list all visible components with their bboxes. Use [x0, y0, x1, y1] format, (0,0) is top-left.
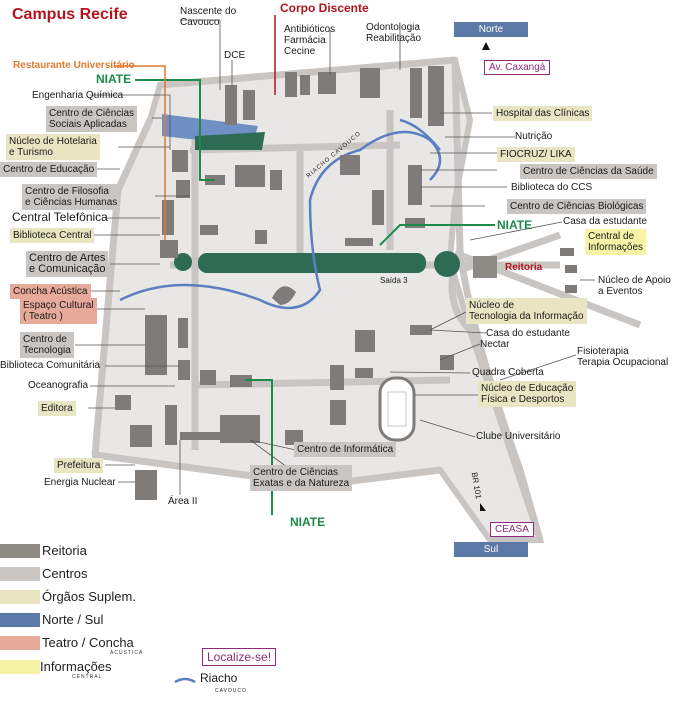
central-info-label: Central de Informações [585, 229, 647, 255]
legend-label-orgaos: Órgãos Suplem. [42, 589, 136, 604]
legend-label-centros: Centros [42, 566, 88, 581]
hospital-label: Hospital das Clínicas [493, 106, 593, 121]
bib-comunitaria-label: Biblioteca Comunitária [0, 360, 101, 371]
ccsa-label: Centro de Ciências Sociais Aplicadas [46, 106, 138, 132]
telefonica-label: Central Telefônica [12, 210, 108, 224]
nectar-label: Nectar [480, 339, 510, 350]
legend-swatch-norte-sul [0, 613, 40, 627]
legend-label-reitoria: Reitoria [42, 543, 87, 558]
riacho-legend-sub: CAVOUCO [215, 688, 247, 694]
ccen-label: Centro de Ciências Exatas e da Natureza [250, 465, 353, 491]
area2-label: Área II [168, 496, 198, 507]
riacho-stream [119, 130, 442, 310]
legend-swatch-centros [0, 567, 40, 581]
sports-pitch [387, 391, 407, 427]
niate-label-1: NIATE [96, 72, 132, 86]
niate-label-2: NIATE [497, 218, 533, 232]
restaurante-line [115, 65, 166, 240]
localize-label: Localize-se! [202, 648, 277, 666]
fisioterapia-label: Fisioterapia Terapia Ocupacional [577, 346, 669, 368]
editora-label: Editora [38, 401, 76, 416]
restaurante-label: Restaurante Universitário [13, 60, 135, 71]
legend-sub-informacoes: CENTRAL [72, 674, 103, 680]
sports-field [378, 376, 416, 442]
biblioteca-central-label: Biblioteca Central [10, 228, 95, 243]
ccb-label: Centro de Ciências Biológicas [507, 199, 647, 214]
av-caxanga-label: Av. Caxangá [484, 60, 551, 75]
educacao-fisica-label: Núcleo de Educação Física e Desportos [478, 381, 577, 407]
eng-quimica-label: Engenharia Química [32, 90, 124, 101]
riacho-branch [399, 118, 441, 151]
legend-swatch-informacoes [0, 660, 40, 674]
riacho-legend-line [174, 677, 196, 684]
green-strip [195, 132, 265, 150]
buildings [115, 66, 577, 500]
legend-label-norte-sul: Norte / Sul [42, 612, 104, 627]
central-green [198, 253, 426, 273]
legend-swatch-reitoria [0, 544, 40, 558]
ceasa-label: CEASA [490, 522, 534, 537]
informatica-label: Centro de Informática [294, 442, 397, 457]
nutricao-label: Nutrição [515, 131, 553, 142]
reitoria-block [473, 256, 497, 278]
fiocruz-label: FIOCRUZ/ LIKA [497, 147, 575, 162]
clube-label: Clube Universitário [476, 431, 561, 442]
concha-label: Concha Acústica [10, 284, 91, 299]
roundabout-east [434, 251, 460, 277]
map-title: Campus Recife [12, 6, 128, 23]
legend-swatch-teatro [0, 636, 40, 650]
nascente-label: Nascente do Cavouco [180, 6, 237, 28]
espaco-label: Espaço Cultural ( Teatro ) [20, 298, 97, 324]
riacho-legend-label: Riacho [200, 671, 238, 685]
south-badge: Sul [454, 542, 528, 557]
legend-sub-teatro: ACÚSTICA [110, 650, 144, 656]
concha-shape [272, 286, 296, 305]
legend-label-informacoes: Informações [40, 659, 112, 674]
artes-label: Centro de Artes e Comunicação [26, 251, 109, 277]
roundabout-west [174, 253, 192, 271]
educacao-label: Centro de Educação [0, 162, 98, 177]
quadra-label: Quadra Coberta [472, 367, 544, 378]
antibioticos-label: Antibióticos Farmácia Cecine [284, 24, 336, 57]
nti-label: Núcleo de Tecnologia da Informação [466, 298, 587, 324]
south-arrow [480, 503, 486, 511]
bib-ccs-label: Biblioteca do CCS [511, 182, 593, 193]
energia-label: Energia Nuclear [44, 477, 116, 488]
cfch-label: Centro de Filosofia e Ciências Humanas [22, 184, 121, 210]
dce-label: DCE [224, 50, 246, 61]
ccs-label: Centro de Ciências da Saúde [520, 164, 657, 179]
casa-estudante2-label: Casa do estudante [486, 328, 570, 339]
reitoria-label: Reitoria [505, 262, 543, 273]
niate-label-3: NIATE [290, 515, 326, 529]
odontologia-label: Odontologia Reabilitação [366, 22, 422, 44]
tecnologia-label: Centro de Tecnologia [20, 332, 74, 358]
hotelaria-label: Núcleo de Hotelaria e Turismo [6, 134, 100, 160]
apoio-eventos-label: Núcleo de Apoio a Eventos [598, 275, 671, 297]
saida-label: Saída 3 [380, 276, 408, 285]
prefeitura-label: Prefeitura [54, 458, 104, 473]
legend-label-teatro: Teatro / Concha [42, 635, 134, 650]
oceanografia-label: Oceanografia [28, 380, 89, 391]
corpo-discente-label: Corpo Discente [280, 1, 369, 15]
legend-swatch-orgaos [0, 590, 40, 604]
north-arrow [482, 42, 490, 50]
casa-estudante1-label: Casa da estudante [563, 216, 647, 227]
north-badge: Norte [454, 22, 528, 37]
